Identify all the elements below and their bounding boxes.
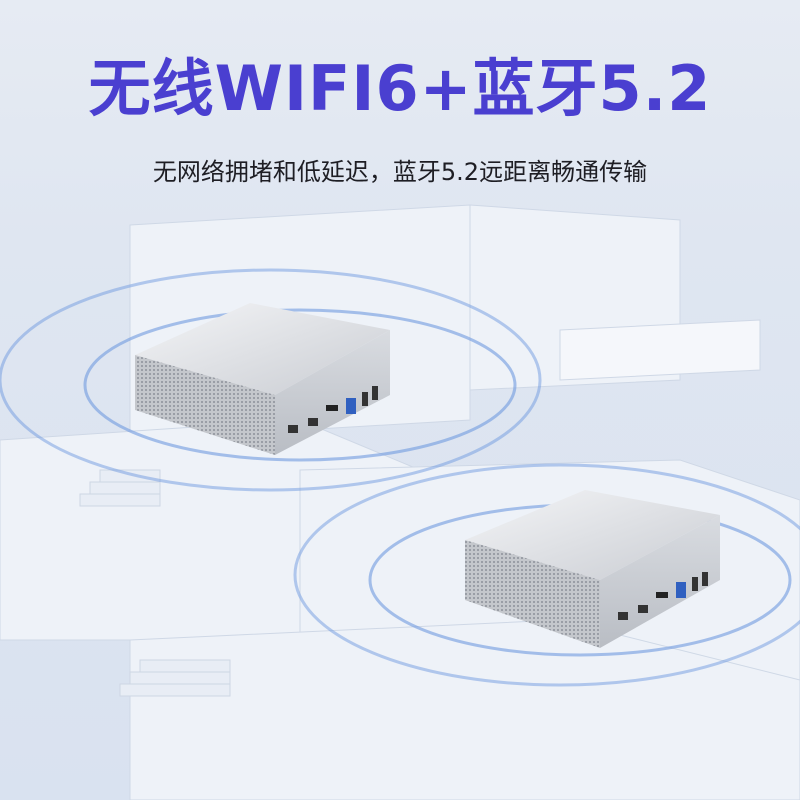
mini-pc-upper [135,303,390,455]
page-subtitle: 无网络拥堵和低延迟，蓝牙5.2远距离畅通传输 [152,158,648,186]
mini-pc-lower [465,490,720,648]
page-title: 无线WIFI6+蓝牙5.2 [88,52,712,125]
